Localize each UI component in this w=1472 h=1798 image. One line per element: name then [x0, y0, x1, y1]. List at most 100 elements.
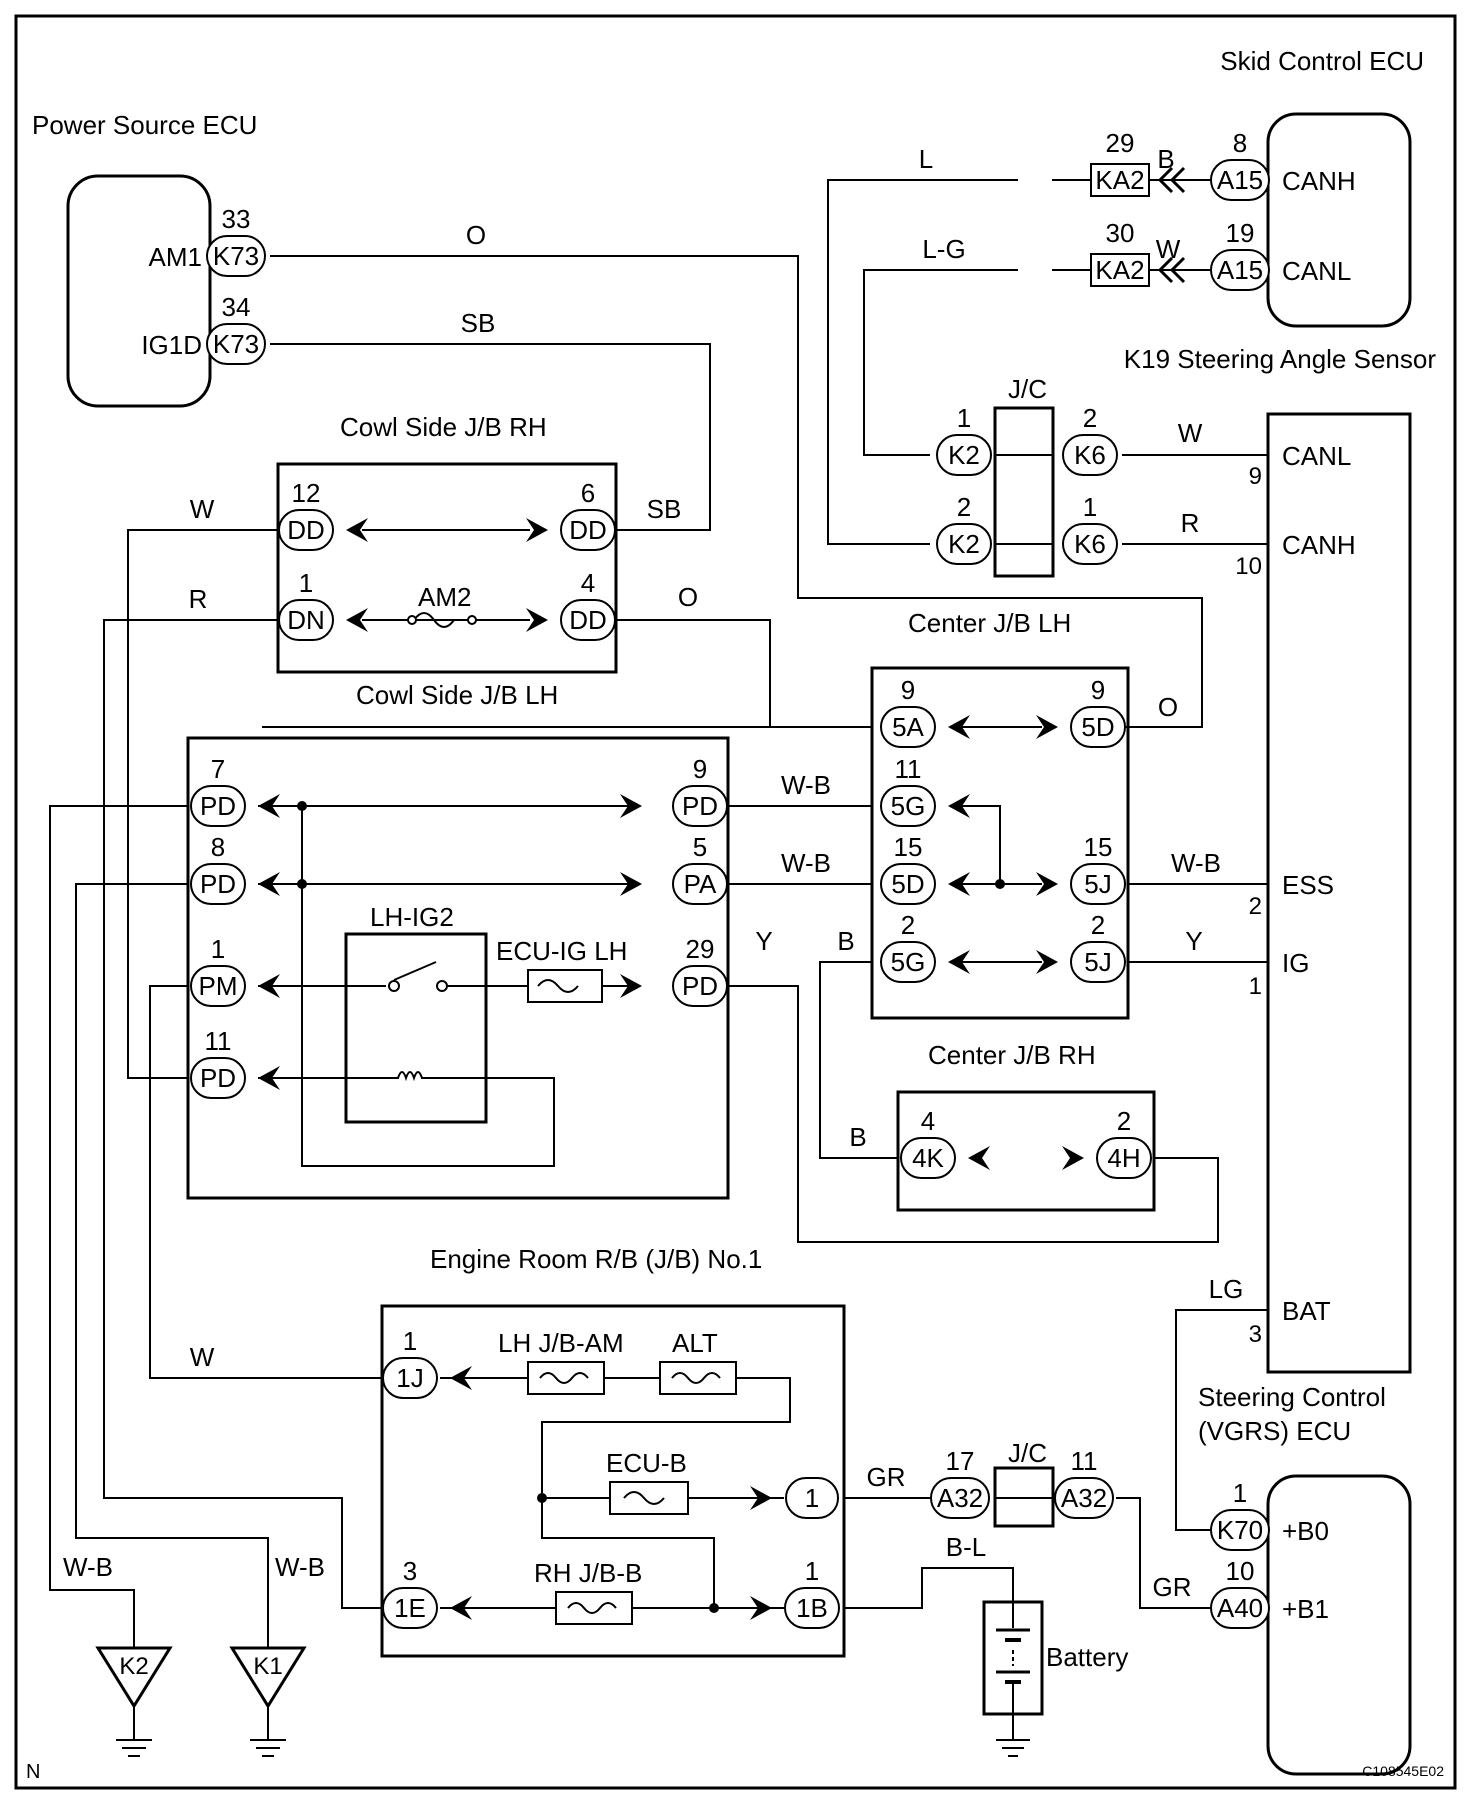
- connector-code: PD: [682, 791, 718, 821]
- connector-5j-2: [1070, 941, 1126, 983]
- connector-arrow: [948, 950, 970, 974]
- steering-angle-sensor-label: K19 Steering Angle Sensor: [1124, 344, 1437, 374]
- center-jb-box: [870, 666, 1130, 1020]
- pin-number-canl: 9: [1249, 463, 1262, 490]
- connector-4k-4: [900, 1137, 956, 1179]
- wire-color-label: W-B: [781, 770, 831, 800]
- ground-triangle: [95, 1646, 173, 1709]
- connector-pin-number: 12: [292, 478, 321, 508]
- connector-arrow: [258, 872, 280, 896]
- connector-arrow: [1036, 715, 1058, 739]
- connector-code: K6: [1074, 529, 1106, 559]
- battery-label: Battery: [1046, 1642, 1128, 1672]
- pin-vgrs-ig: IG: [1282, 948, 1309, 978]
- connector-arrow: [526, 608, 548, 632]
- connector-pin-number: 2: [957, 492, 971, 522]
- connector-code: KA2: [1095, 165, 1144, 195]
- connector-pd-11: [190, 1057, 246, 1099]
- corner-n: N: [26, 1761, 40, 1783]
- pin-skid-canh: CANH: [1282, 166, 1356, 196]
- connector-pin-number: 1: [957, 403, 971, 433]
- connector-pd-29: [672, 965, 728, 1007]
- connector-dd-4: [560, 599, 616, 641]
- lh-ig2-label: LH-IG2: [370, 902, 454, 932]
- pin-vgrs-b0: +B0: [1282, 1516, 1329, 1546]
- connector-arrow: [450, 1366, 472, 1390]
- wire-color-label: W: [190, 1342, 215, 1372]
- connector-dd-12: [278, 509, 334, 551]
- pin-number-canh: 10: [1235, 553, 1262, 580]
- connector-code: A40: [1217, 1593, 1263, 1623]
- connector-1-x: [785, 1477, 839, 1519]
- connector-ka2-29: [1090, 163, 1150, 197]
- connector-pd-9: [672, 785, 728, 827]
- connector-pin-number: 33: [222, 204, 251, 234]
- ecu-ig-lh-fuse-label: ECU-IG LH: [496, 936, 627, 966]
- inline-connector-chevron: [1169, 256, 1186, 284]
- connector-k6-1: [1062, 523, 1118, 565]
- jc-top-label: J/C: [1008, 374, 1047, 404]
- connector-pin-number: 1: [403, 1326, 417, 1356]
- wire-color-label: W: [1156, 234, 1181, 264]
- connector-pin-number: 1: [805, 1556, 819, 1586]
- wire-color-label: W-B: [781, 848, 831, 878]
- connector-arrow: [346, 518, 368, 542]
- connector-arrow: [346, 608, 368, 632]
- connector-1b-1: [784, 1587, 840, 1629]
- connector-pin-number: 9: [901, 675, 915, 705]
- connector-arrow: [750, 1486, 772, 1510]
- wire-color-label: R: [1181, 508, 1200, 538]
- connector-code: K73: [213, 329, 259, 359]
- connector-pin-number: 6: [581, 478, 595, 508]
- fuses: [407, 612, 737, 1625]
- connector-code: PD: [682, 971, 718, 1001]
- connector-pin-number: 7: [211, 754, 225, 784]
- connector-arrows: [258, 166, 1186, 1620]
- pin-am1: AM1: [149, 242, 202, 272]
- connector-code: 4K: [912, 1143, 944, 1173]
- ground-label: K2: [119, 1653, 148, 1680]
- connector-arrow: [948, 794, 970, 818]
- connector-a15-19: [1210, 249, 1270, 291]
- wire-color-label: O: [1158, 692, 1178, 722]
- inline-connector-chevron: [1157, 256, 1174, 284]
- junction-dots: [297, 801, 1005, 1613]
- connector-pin-number: 30: [1106, 218, 1135, 248]
- battery-symbol: [996, 1602, 1030, 1714]
- pin-vgrs-canh: CANH: [1282, 530, 1356, 560]
- alt-fuse-label: ALT: [672, 1328, 718, 1358]
- connector-pin-number: 1: [1233, 1478, 1247, 1508]
- wire-color-label: W-B: [63, 1552, 113, 1582]
- connector-code: K2: [948, 440, 980, 470]
- connector-pin-number: 1: [1083, 492, 1097, 522]
- engine-room-lower-box: [380, 1304, 846, 1658]
- skid-control-ecu-box: [1266, 112, 1412, 328]
- connector-pm-1: [190, 965, 246, 1007]
- connector-code: KA2: [1095, 255, 1144, 285]
- figure-code: C108545E02: [1362, 1763, 1444, 1779]
- connector-k6-2: [1062, 434, 1118, 476]
- connector-pin-number: 10: [1226, 1556, 1255, 1586]
- connector-arrow: [1036, 950, 1058, 974]
- connector-pin-number: 34: [222, 292, 251, 322]
- connector-code: K6: [1074, 440, 1106, 470]
- connector-pin-number: 3: [403, 1556, 417, 1586]
- connector-1e-3: [382, 1587, 438, 1629]
- steering-control-label-1: Steering Control: [1198, 1382, 1386, 1412]
- connector-code: A32: [1061, 1483, 1107, 1513]
- connector-k73-33: [206, 235, 266, 277]
- connector-a40-10: [1210, 1587, 1270, 1629]
- connector-dn-1: [278, 599, 334, 641]
- lh-jb-am-fuse-label: LH J/B-AM: [498, 1328, 624, 1358]
- jc-bottom-label: J/C: [1008, 1438, 1047, 1468]
- cowl-side-jb-rh-label: Cowl Side J/B RH: [340, 412, 547, 442]
- connector-code: 1: [805, 1483, 819, 1513]
- skid-control-ecu-label: Skid Control ECU: [1220, 46, 1424, 76]
- connector-k2-1: [936, 434, 992, 476]
- wire-color-label: R: [189, 584, 208, 614]
- connector-pin-number: 17: [946, 1446, 975, 1476]
- steering-control-ecu-power-box: [1266, 1474, 1412, 1776]
- connector-1j-1: [382, 1357, 438, 1399]
- wire-color-label: SB: [647, 494, 682, 524]
